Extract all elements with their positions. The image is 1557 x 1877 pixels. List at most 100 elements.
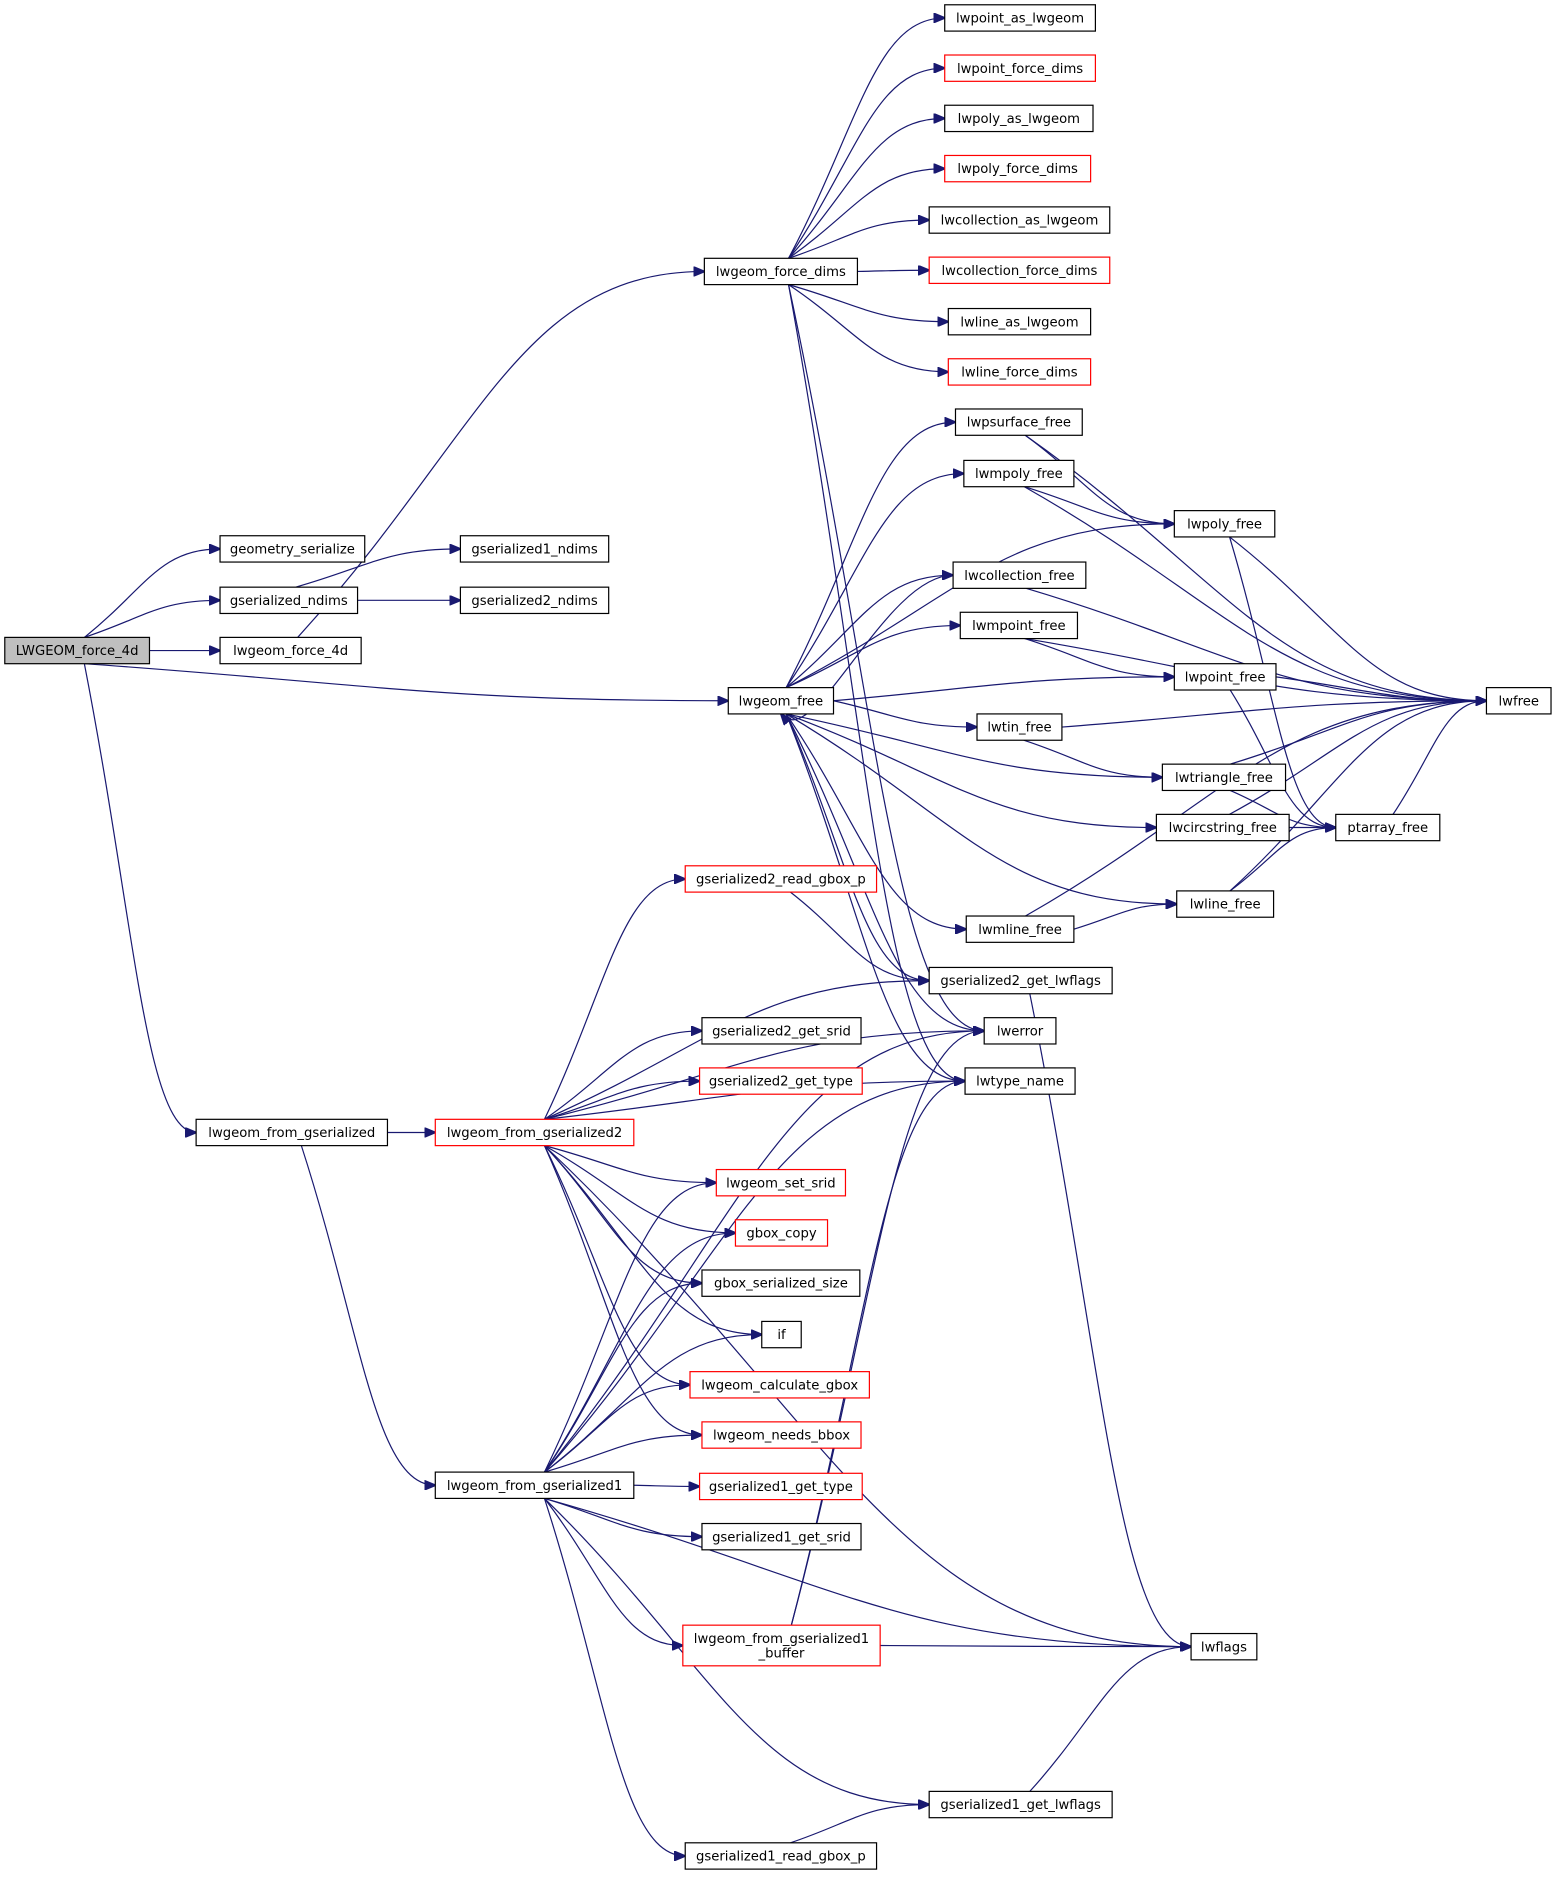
- edge-gserialized2-get-lwflags-to-lwflags: [1029, 993, 1191, 1647]
- node-ptarray-free[interactable]: ptarray_free: [1335, 813, 1441, 842]
- node-lwcollection-as-lwgeom[interactable]: lwcollection_as_lwgeom: [928, 206, 1111, 234]
- node-lwline-force-dims[interactable]: lwline_force_dims: [947, 358, 1092, 386]
- node-label: lwmline_free: [978, 923, 1062, 938]
- node-lwpoint-free[interactable]: lwpoint_free: [1173, 663, 1277, 691]
- node-box: [928, 206, 1111, 234]
- node-box: [959, 611, 1079, 640]
- edge-lwmpoint-free-to-lwpoint-free: [1024, 638, 1175, 677]
- edge-lwgeom-from-gserialized1-to-lwgeom-from-gserialized1-buffer: [543, 1498, 682, 1645]
- edge-lwgeom-from-gserialized1-to-lwgeom-needs-bbox: [544, 1435, 701, 1473]
- edge-lwgeom-from-gserialized2-to-lwflags: [544, 1145, 1191, 1647]
- node-lwgeom-calculate-gbox[interactable]: lwgeom_calculate_gbox: [689, 1371, 870, 1399]
- node-lwtriangle-free[interactable]: lwtriangle_free: [1161, 763, 1287, 792]
- node-lwfree[interactable]: lwfree: [1485, 687, 1552, 715]
- node-lwgeom-from-gserialized1-buffer[interactable]: lwgeom_from_gserialized1_buffer: [682, 1624, 881, 1667]
- edge-lwgeom-force-4d-to-lwgeom-from-gserialized: [83, 663, 196, 1133]
- edge-lwpoly-free-to-lwfree: [1229, 536, 1487, 701]
- node-box: [219, 535, 366, 563]
- node-lwpoly-free[interactable]: lwpoly_free: [1173, 510, 1276, 538]
- node-lwtype-name[interactable]: lwtype_name: [964, 1067, 1076, 1095]
- node-lwpsurface-free[interactable]: lwpsurface_free: [954, 408, 1083, 436]
- node-lwline-free[interactable]: lwline_free: [1176, 890, 1275, 918]
- node-gserialized1-get-srid[interactable]: gserialized1_get_srid: [701, 1522, 862, 1551]
- node-lwgeom-free[interactable]: lwgeom_free: [727, 687, 835, 715]
- edge-lwgeom-from-gserialized2-to-lwgeom-calculate-gbox: [543, 1145, 690, 1385]
- node-lwgeom-from-gserialized[interactable]: lwgeom_from_gserialized: [195, 1118, 389, 1147]
- node-lwpoly-force-dims[interactable]: lwpoly_force_dims: [944, 154, 1092, 183]
- node-lwpoint-as-lwgeom[interactable]: lwpoint_as_lwgeom: [944, 4, 1097, 32]
- node-label: lwflags: [1201, 1640, 1247, 1655]
- node-gserialized2-ndims[interactable]: gserialized2_ndims: [459, 586, 610, 615]
- node-label: lwtriangle_free: [1175, 771, 1273, 786]
- node-box: [928, 256, 1111, 285]
- node-box: [459, 535, 610, 563]
- node-gserialized2-read-gbox-p[interactable]: gserialized2_read_gbox_p: [684, 865, 878, 893]
- node-gserialized1-get-type[interactable]: gserialized1_get_type: [698, 1472, 863, 1501]
- node-box: [1161, 763, 1287, 792]
- node-lwtin-free[interactable]: lwtin_free: [976, 713, 1063, 741]
- edge-lwgeom-force-dims-to-lwpoint-as-lwgeom: [788, 18, 945, 259]
- node-lwgeom-needs-bbox[interactable]: lwgeom_needs_bbox: [701, 1421, 862, 1449]
- edge-lwmpoly-free-to-lwpoly-free: [1024, 486, 1174, 524]
- node-gserialized-ndims[interactable]: gserialized_ndims: [219, 586, 359, 615]
- node-box: [944, 4, 1097, 32]
- node-label: lwcircstring_free: [1169, 821, 1277, 836]
- node-label: gserialized1_get_srid: [712, 1530, 851, 1545]
- edge-lwgeom-from-gserialized2-to-if: [544, 1145, 761, 1335]
- edge-lwgeom-from-gserialized1-to-lwgeom-set-srid: [543, 1183, 716, 1473]
- edge-lwgeom-force-dims-to-lwtype-name: [787, 284, 966, 1081]
- node-lwpoly-as-lwgeom[interactable]: lwpoly_as_lwgeom: [944, 104, 1094, 133]
- node-gserialized2-get-srid[interactable]: gserialized2_get_srid: [701, 1017, 862, 1045]
- node-lwerror[interactable]: lwerror: [983, 1017, 1057, 1045]
- node-lwgeom-from-gserialized2[interactable]: lwgeom_from_gserialized2: [434, 1118, 635, 1147]
- node-box: [701, 1522, 862, 1551]
- node-lwgeom-force-4d[interactable]: lwgeom_force_4d: [219, 636, 362, 665]
- node-box: [4, 636, 151, 665]
- node-gserialized1-read-gbox-p[interactable]: gserialized1_read_gbox_p: [684, 1842, 878, 1870]
- node-label: lwmpoly_free: [975, 467, 1063, 482]
- node-box: [928, 1790, 1113, 1819]
- node-if[interactable]: if: [761, 1320, 802, 1349]
- node-box: [965, 915, 1075, 943]
- node-box: [698, 1472, 863, 1501]
- edges: [83, 18, 1487, 1856]
- node-label: gserialized1_get_type: [709, 1480, 853, 1495]
- edge-lwgeom-free-to-lwmpoint-free: [785, 625, 960, 689]
- node-box: [701, 1017, 862, 1045]
- node-lwgeom-force-dims[interactable]: lwgeom_force_dims: [703, 257, 859, 286]
- node-box: [964, 1067, 1076, 1095]
- node-box: [434, 1471, 635, 1500]
- node-lwcircstring-free[interactable]: lwcircstring_free: [1155, 813, 1290, 842]
- edge-lwgeom-free-to-lwcircstring-free: [785, 713, 1156, 828]
- edge-lwgeom-from-gserialized2-to-lwgeom-needs-bbox: [543, 1145, 701, 1435]
- node-lwgeom-force-4d[interactable]: LWGEOM_force_4d: [4, 636, 151, 665]
- node-lwcollection-force-dims[interactable]: lwcollection_force_dims: [928, 256, 1111, 285]
- edge-lwgeom-force-dims-to-lwpoint-force-dims: [788, 68, 945, 259]
- node-lwpoint-force-dims[interactable]: lwpoint_force_dims: [944, 54, 1097, 82]
- node-lwmpoint-free[interactable]: lwmpoint_free: [959, 611, 1079, 640]
- node-lwcollection-free[interactable]: lwcollection_free: [952, 561, 1087, 589]
- edge-gserialized-ndims-to-gserialized1-ndims: [295, 549, 461, 588]
- node-lwline-as-lwgeom[interactable]: lwline_as_lwgeom: [947, 307, 1092, 336]
- node-label: gserialized1_get_lwflags: [940, 1798, 1101, 1813]
- node-gserialized1-ndims[interactable]: gserialized1_ndims: [459, 535, 610, 563]
- node-gbox-serialized-size[interactable]: gbox_serialized_size: [701, 1269, 861, 1297]
- node-lwflags[interactable]: lwflags: [1190, 1632, 1258, 1661]
- node-gserialized2-get-type[interactable]: gserialized2_get_type: [698, 1067, 863, 1095]
- node-box: [1485, 687, 1552, 715]
- node-box: [944, 154, 1092, 183]
- node-label: geometry_serialize: [230, 542, 355, 557]
- edge-lwgeom-free-to-gserialized2-get-lwflags: [785, 713, 929, 981]
- node-lwmpoly-free[interactable]: lwmpoly_free: [963, 459, 1075, 488]
- node-box: [734, 1219, 829, 1247]
- node-lwgeom-from-gserialized1[interactable]: lwgeom_from_gserialized1: [434, 1471, 635, 1500]
- node-gbox-copy[interactable]: gbox_copy: [734, 1219, 829, 1247]
- node-lwmline-free[interactable]: lwmline_free: [965, 915, 1075, 943]
- node-label: gserialized2_get_lwflags: [940, 974, 1101, 989]
- node-geometry-serialize[interactable]: geometry_serialize: [219, 535, 366, 563]
- edge-lwmline-free-to-lwline-free: [1073, 904, 1177, 930]
- edge-lwgeom-force-dims-to-lwline-as-lwgeom: [788, 284, 949, 322]
- node-lwgeom-set-srid[interactable]: lwgeom_set_srid: [715, 1168, 847, 1197]
- node-gserialized2-get-lwflags[interactable]: gserialized2_get_lwflags: [928, 966, 1113, 995]
- node-gserialized1-get-lwflags[interactable]: gserialized1_get_lwflags: [928, 1790, 1113, 1819]
